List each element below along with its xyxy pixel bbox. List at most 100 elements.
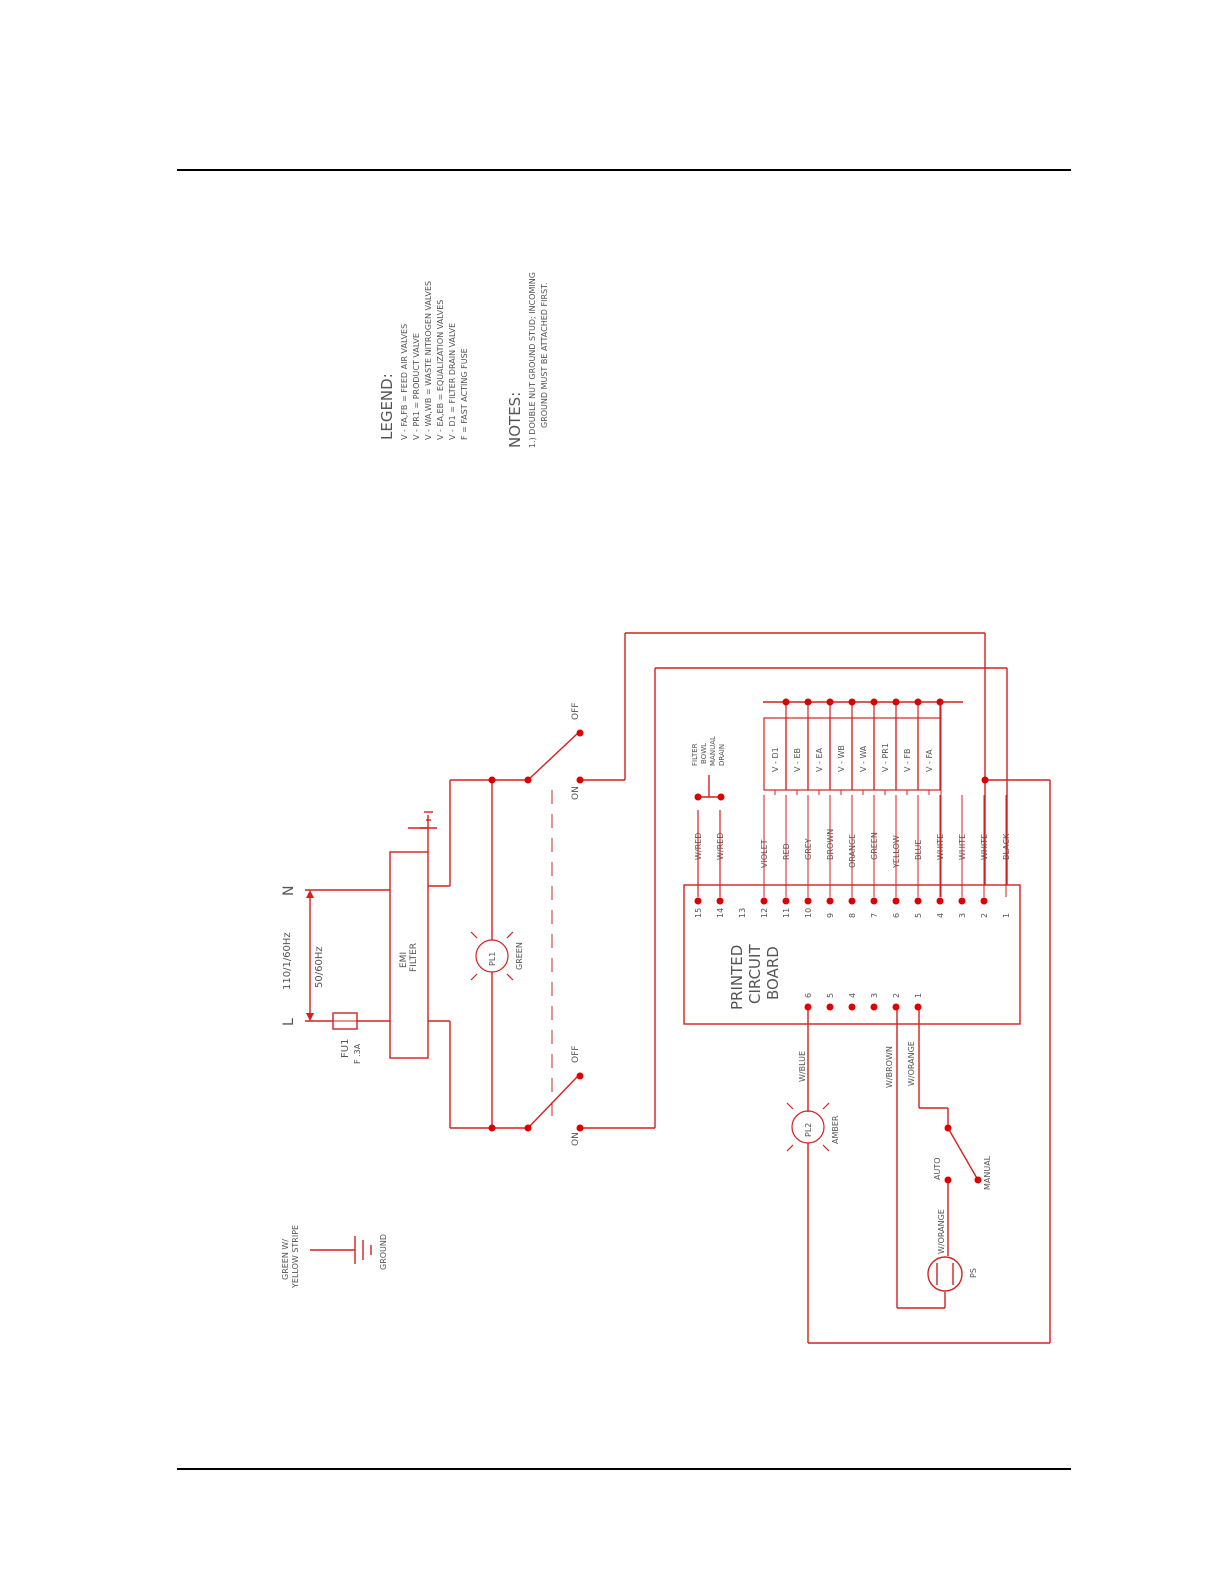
terminal-dot (914, 1003, 922, 1011)
valve-label: V - WA (859, 745, 868, 772)
valve-label: V - EB (793, 748, 802, 772)
ground-icon (354, 1236, 372, 1264)
legend-line: V - FA,FB = FEED AIR VALVES (400, 324, 409, 440)
valve-label: V - FB (903, 748, 912, 772)
wire-label: W/BLUE (798, 1051, 807, 1082)
arrow-down-icon (306, 1013, 314, 1021)
manual-label: MANUAL (983, 1155, 992, 1190)
legend-line: V - PR1 = PRODUCT VALVE (412, 333, 421, 440)
terminal-number: 12 (760, 908, 769, 918)
filter-drain-label: FILTER (691, 743, 699, 766)
terminal-number: 15 (694, 908, 703, 918)
legend: LEGEND: V - FA,FB = FEED AIR VALVES V - … (378, 281, 469, 440)
terminal-number: 7 (870, 913, 879, 918)
footer-rule (177, 1468, 1071, 1470)
pcb-label: CIRCUIT (746, 944, 764, 1004)
wire-label: W/ORANGE (907, 1041, 916, 1086)
terminal-number: 6 (804, 993, 813, 998)
ground-stud-icon (420, 811, 437, 829)
neutral-label: N (281, 886, 297, 896)
terminal-dot (870, 1003, 878, 1011)
bus-dot (848, 698, 856, 706)
terminal-number: 5 (914, 913, 923, 918)
emi-label: EMI (399, 952, 409, 968)
top-terminal-strip: 151413121110987654321W/REDW/REDVIOLETRED… (694, 795, 1011, 918)
voltage-label: 110/1/60Hz (282, 932, 293, 990)
fuse-rating: F .3A (353, 1043, 362, 1064)
terminal-number: 3 (870, 993, 879, 998)
terminal-dot (782, 897, 790, 905)
terminal-number: 1 (1002, 913, 1011, 918)
bus-dot (892, 698, 900, 706)
switch-on-label: ON (571, 786, 581, 800)
switch-off-label: OFF (571, 703, 581, 720)
terminal-dot (914, 897, 922, 905)
ground-wire-label: YELLOW STRIPE (291, 1225, 300, 1289)
valve-label: V - PR1 (881, 743, 890, 772)
labels: N L 110/1/60Hz 50/60Hz FU1 F .3A EMI FIL… (281, 703, 992, 1289)
frequency-label: 50/60Hz (314, 946, 325, 988)
terminal-dot (826, 897, 834, 905)
notes: NOTES: 1.) DOUBLE NUT GROUND STUD; INCOM… (506, 272, 549, 448)
fuse-label: FU1 (340, 1039, 351, 1058)
auto-label: AUTO (933, 1157, 942, 1180)
legend-line: F = FAST ACTING FUSE (460, 348, 469, 440)
terminal-number: 6 (892, 913, 901, 918)
terminal-dot (804, 1003, 812, 1011)
filter-drain-label: DRAIN (718, 744, 726, 766)
terminal-number: 4 (848, 993, 857, 998)
bus-dot (782, 698, 790, 706)
terminal-number: 8 (848, 913, 857, 918)
pl2-color: AMBER (831, 1115, 840, 1144)
legend-line: V - WA,WB = WASTE NITROGEN VALVES (424, 281, 433, 440)
bus-dot (914, 698, 922, 706)
ground-label: GROUND (379, 1234, 388, 1270)
terminal-number: 2 (892, 993, 901, 998)
wire-label: W/BROWN (885, 1046, 894, 1088)
header-rule (177, 169, 1071, 171)
valve-label: V - FA (925, 749, 934, 772)
terminal-dot (760, 897, 768, 905)
filter-drain-label: MANUAL (709, 736, 717, 766)
terminal-number: 13 (738, 908, 747, 918)
pcb-label: BOARD (764, 946, 782, 1000)
pl1-color: GREEN (515, 942, 524, 970)
ground-wire-label: GREEN W/ (281, 1239, 290, 1280)
terminal-dot (826, 1003, 834, 1011)
legend-line: V - EA,EB = EQUALIZATION VALVES (436, 300, 445, 440)
valve-label: V - WB (837, 745, 846, 772)
terminal-number: 1 (914, 993, 923, 998)
terminal-dot (848, 897, 856, 905)
ps-label: PS (969, 1268, 978, 1278)
bus-dot (826, 698, 834, 706)
pl1-label: PL1 (488, 952, 497, 966)
line-label: L (281, 1018, 297, 1026)
bus-dot (936, 698, 944, 706)
terminal-number: 3 (958, 913, 967, 918)
terminal-number: 5 (826, 993, 835, 998)
terminal-dot (892, 897, 900, 905)
pilot-lamp-pl1-icon (470, 931, 514, 981)
pilot-lamp-pl2-icon (786, 1102, 830, 1152)
bus-dot (870, 698, 878, 706)
terminal-number: 4 (936, 913, 945, 918)
terminal-dot (804, 897, 812, 905)
terminal-dot (936, 897, 944, 905)
switch-off-label: OFF (571, 1046, 581, 1063)
terminal-dot (694, 897, 702, 905)
terminal-dot (870, 897, 878, 905)
bus-dot (804, 698, 812, 706)
terminal-dot (716, 897, 724, 905)
wire-label: W/ORANGE (937, 1209, 946, 1254)
legend-line: V - D1 = FILTER DRAIN VALVE (448, 323, 457, 440)
notes-title: NOTES: (506, 392, 524, 448)
emi-label: FILTER (409, 943, 419, 972)
terminal-number: 9 (826, 913, 835, 918)
legend-title: LEGEND: (378, 373, 396, 440)
wires (305, 632, 1051, 1344)
junction-dots (488, 729, 989, 1184)
bottom-terminal-strip: 6 5 4 3 2 1W/BLUE W/BROWN W/ORANGE W/ORANGE (798, 993, 946, 1254)
